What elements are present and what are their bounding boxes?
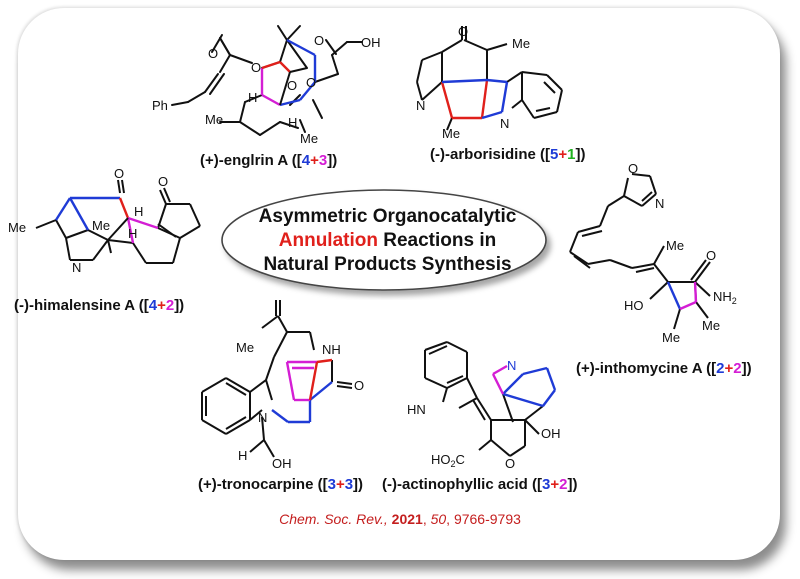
arborisidine-me2-label: Me [442, 126, 460, 141]
title-annulation: Annulation [278, 230, 378, 251]
englerin-ester-o-label: O [251, 60, 261, 75]
actinophyllic-acid-structure: HN N OH O HO2C [407, 341, 561, 471]
englerin-o-label: O [208, 46, 218, 61]
inthomycine-o-ring-label: O [628, 164, 638, 176]
title-ellipse [221, 189, 547, 291]
englerin-a-structure: O O Ph O H O O OH Me H Me [152, 25, 380, 145]
inthomycine-me-label: Me [666, 238, 684, 253]
englerin-caption: (+)-englrin A ([4+3]) [200, 152, 338, 169]
himalensine-me2-label: Me [92, 218, 110, 233]
tronocarpine-me-label: Me [236, 340, 254, 355]
review-title: Asymmetric Organocatalytic Annulation Re… [216, 205, 559, 277]
tronocarpine-structure: Me NH O N H OH [201, 300, 364, 470]
himalensine-h2-label: H [128, 226, 137, 241]
inthomycine-o-label: O [706, 248, 716, 263]
himalensine-a-structure: O O Me Me H H N [8, 168, 201, 275]
englerin-bridge-o-label: O [287, 78, 297, 93]
inthomycine-ho-label: HO [624, 298, 644, 313]
himalensine-o1-label: O [114, 168, 124, 181]
himalensine-me-label: Me [8, 220, 26, 235]
title-line-1: Asymmetric Organocatalytic [258, 206, 517, 227]
inthomycine-nh2-label: NH2 [713, 289, 737, 306]
tronocarpine-nh-label: NH [322, 342, 341, 357]
himalensine-n-label: N [72, 260, 81, 275]
himalensine-caption: (-)-himalensine A ([4+2]) [14, 297, 185, 314]
englerin-h2-label: H [288, 115, 297, 130]
englerin-h-label: H [248, 90, 257, 105]
inthomycine-me3-label: Me [702, 318, 720, 333]
tronocarpine-o-label: O [354, 378, 364, 393]
title-line-2: Annulation Reactions in [278, 230, 497, 251]
citation-pages: , 9766-9793 [446, 511, 521, 527]
citation-year: 2021 [391, 511, 423, 527]
arborisidine-caption: (-)-arborisidine ([5+1]) [430, 146, 586, 163]
arborisidine-me-label: Me [512, 36, 530, 51]
arborisidine-o-label: O [458, 24, 468, 39]
citation-volume: 50 [430, 511, 447, 527]
himalensine-o2-label: O [158, 174, 168, 189]
actinophyllic-oh-label: OH [541, 426, 561, 441]
title-line-3: Natural Products Synthesis [263, 254, 512, 275]
inthomycine-caption: (+)-inthomycine A ([2+2]) [576, 360, 752, 377]
arborisidine-n1-label: N [416, 98, 425, 113]
tronocarpine-caption: (+)-tronocarpine ([3+3]) [198, 476, 364, 493]
citation: Chem. Soc. Rev., 2021, 50, 9766-9793 [279, 511, 521, 527]
englerin-me-label: Me [205, 112, 223, 127]
actinophyllic-ho2c-label: HO2C [431, 452, 465, 469]
tronocarpine-h-label: H [238, 448, 247, 463]
inthomycine-me2-label: Me [662, 330, 680, 345]
arborisidine-n2-label: N [500, 116, 509, 131]
inthomycine-n-ring-label: N [655, 196, 664, 211]
englerin-me2-label: Me [300, 131, 318, 145]
himalensine-h1-label: H [134, 204, 143, 219]
tronocarpine-oh-label: OH [272, 456, 292, 470]
inthomycine-a-structure: O N Me O HO NH2 Me Me [569, 164, 737, 345]
englerin-ph-label: Ph [152, 98, 168, 113]
actinophyllic-o-label: O [505, 456, 515, 471]
englerin-keto-o-label: O [314, 33, 324, 48]
citation-journal: Chem. Soc. Rev., [279, 511, 388, 527]
actinophyllic-n-label: N [507, 358, 516, 373]
arborisidine-structure: O Me N Me N [416, 24, 563, 141]
englerin-o2-label: O [306, 75, 316, 90]
actinophyllic-caption: (-)-actinophyllic acid ([3+2]) [382, 476, 578, 493]
actinophyllic-hn-label: HN [407, 402, 426, 417]
englerin-oh-label: OH [361, 35, 380, 50]
tronocarpine-n-label: N [258, 410, 267, 425]
